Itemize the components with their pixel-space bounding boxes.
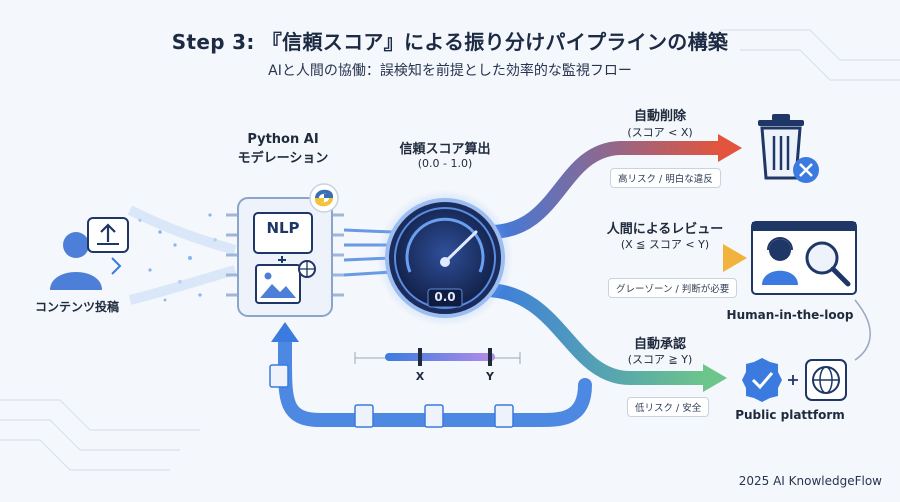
engine-label-line1: Python AI [247, 132, 319, 147]
upload-icon [87, 217, 129, 275]
human-in-the-loop-label: Human-in-the-loop [726, 308, 854, 322]
score-range: (0.0 - 1.0) [417, 157, 473, 170]
review-tag: グレーゾーン / 判断が必要 [608, 278, 738, 298]
delete-title: 自動削除 [633, 109, 686, 124]
score-dial [377, 190, 513, 326]
page-title: Step 3: 『信頼スコア』による振り分けパイプラインの構築 [171, 30, 729, 54]
score-readout: 0.0 [434, 290, 456, 304]
threshold-x-label: X [415, 370, 425, 383]
nlp-chip-text: NLP [266, 219, 300, 237]
engine-label-line2: モデレーション [237, 151, 329, 166]
hitl-loop-arrow [854, 299, 871, 361]
engine-label: Python AI モデレーション [218, 130, 348, 168]
review-arrowhead [723, 244, 747, 272]
page-subtitle: AIと人間の協働：誤検知を前提とした効率的な監視フロー [268, 63, 632, 79]
globe-icon [805, 359, 847, 401]
approve-tag: 低リスク / 安全 [627, 397, 710, 417]
delete-tag: 高リスク / 明白な違反 [610, 168, 721, 188]
approve-arrowhead [703, 364, 727, 392]
score-title: 信頼スコア算出 [399, 142, 491, 157]
trash-icon [758, 114, 819, 183]
reviewer-icon [751, 221, 857, 295]
verified-badge-icon [742, 358, 782, 402]
plus-sign-icon [788, 375, 798, 385]
approve-title: 自動承認 [633, 337, 686, 352]
user-icon [50, 232, 102, 290]
circuit-background [0, 29, 900, 471]
route-approve-arrow [478, 283, 712, 385]
delete-arrowhead [718, 134, 742, 162]
footer-credit: 2025 AI KnowledgeFlow [738, 474, 882, 488]
threshold-y-label: Y [486, 370, 494, 383]
feedback-documents [269, 364, 514, 428]
review-title: 人間によるレビュー [606, 222, 724, 237]
route-delete-arrow [483, 141, 727, 239]
ai-chip [226, 197, 344, 317]
delete-condition: (スコア < X) [627, 126, 693, 139]
python-logo-icon [309, 183, 339, 213]
threshold-slider [354, 348, 521, 366]
input-label: コンテンツ投稿 [34, 300, 119, 314]
approve-condition: (スコア ≧ Y) [627, 353, 693, 366]
public-platform-label: Public plattform [735, 408, 845, 422]
review-condition: (X ≦ スコア < Y) [620, 238, 710, 251]
feedback-arrowhead [271, 322, 299, 342]
